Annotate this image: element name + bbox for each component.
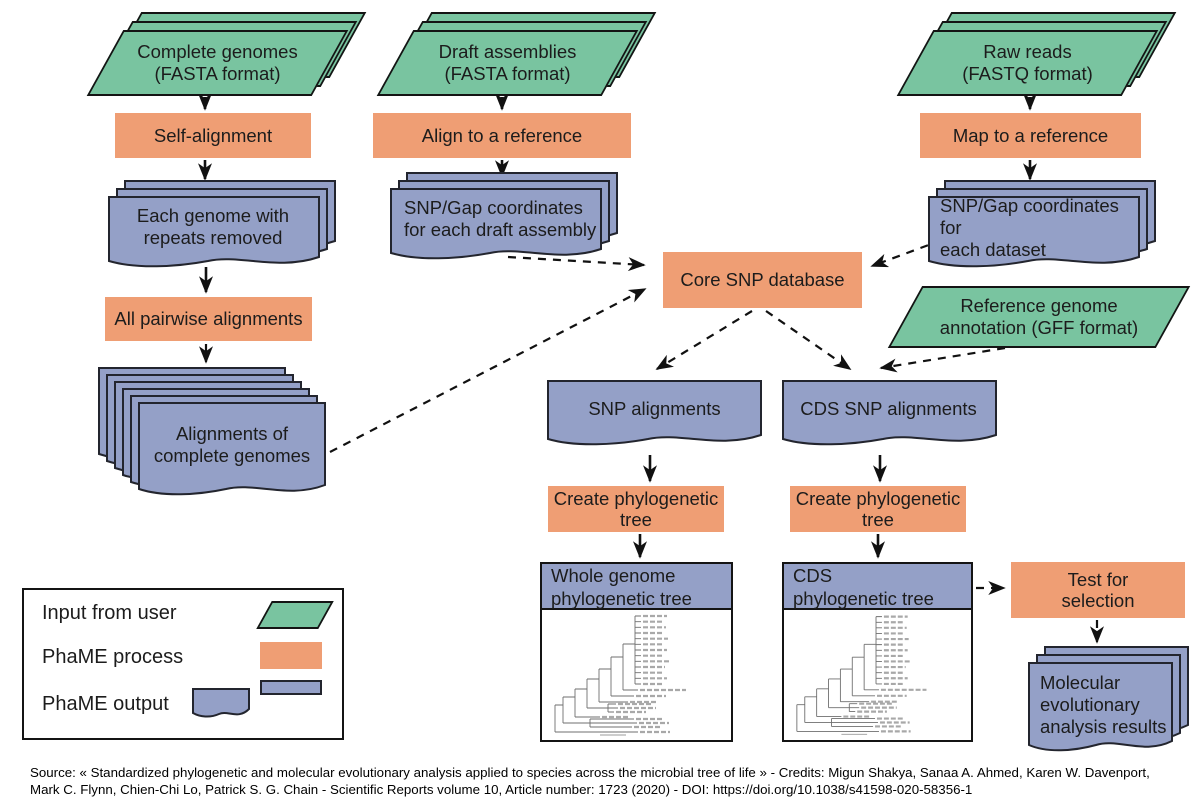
source-line-2: Mark C. Flynn, Chien-Chi Lo, Patrick S. … <box>30 782 973 798</box>
cds-tree-panel <box>782 610 973 742</box>
molecular-results-label: Molecular evolutionary analysis results <box>1040 671 1167 738</box>
reference-annotation-node: Reference genome annotation (GFF format) <box>887 286 1191 348</box>
legend-process-swatch <box>260 642 322 669</box>
snp-alignments-label: SNP alignments <box>588 397 721 419</box>
legend-input-swatch <box>256 601 334 629</box>
create-phylogenetic-tree-right-process: Create phylogenetic tree <box>790 486 966 532</box>
create-phylogenetic-tree-left-process: Create phylogenetic tree <box>548 486 724 532</box>
arrow-core-to-snpalign <box>655 310 753 370</box>
source-caption: Source: « Standardized phylogenetic and … <box>30 764 1190 799</box>
self-alignment-process: Self-alignment <box>115 113 311 158</box>
cds-tree-header: CDS phylogenetic tree <box>782 562 973 610</box>
legend-output-doc-swatch <box>192 688 250 718</box>
arrow-snpgapdraft-to-core <box>507 255 646 272</box>
arrow-core-to-cdssnp <box>765 310 852 370</box>
snp-gap-dataset-label: SNP/Gap coordinates for each dataset <box>940 194 1119 261</box>
phylo-tree-image <box>553 614 688 737</box>
legend-input-label: Input from user <box>42 602 177 624</box>
phylo-tree-image <box>795 615 928 736</box>
arrow-refannot-to-cdssnp <box>879 346 1006 373</box>
raw-reads-node: Raw reads (FASTQ format) <box>896 12 1177 96</box>
alignments-complete-label: Alignments of complete genomes <box>153 422 311 466</box>
map-to-reference-process: Map to a reference <box>920 113 1141 158</box>
legend-box: Input from user PhaME process PhaME outp… <box>22 588 344 740</box>
complete-genomes-node: Complete genomes (FASTA format) <box>86 12 367 96</box>
core-snp-database-process: Core SNP database <box>663 252 862 308</box>
legend-output-label: PhaME output <box>42 693 169 715</box>
whole-genome-tree-header: Whole genome phylogenetic tree <box>540 562 733 610</box>
legend-output-rect-swatch <box>260 680 322 695</box>
genome-repeats-label: Each genome with repeats removed <box>136 204 290 248</box>
align-to-reference-process: Align to a reference <box>373 113 631 158</box>
draft-assemblies-label: Draft assemblies (FASTA format) <box>438 41 577 84</box>
reference-annotation-label: Reference genome annotation (GFF format) <box>939 295 1139 338</box>
draft-assemblies-node: Draft assemblies (FASTA format) <box>376 12 657 96</box>
all-pairwise-alignments-process: All pairwise alignments <box>105 297 312 341</box>
source-line-1: Source: « Standardized phylogenetic and … <box>30 765 1150 780</box>
raw-reads-label: Raw reads (FASTQ format) <box>962 41 1093 84</box>
cds-snp-alignments-label: CDS SNP alignments <box>800 397 977 419</box>
snp-gap-draft-label: SNP/Gap coordinates for each draft assem… <box>404 196 597 240</box>
arrow-snpgapdataset-to-core <box>870 238 943 268</box>
complete-genomes-label: Complete genomes (FASTA format) <box>137 41 298 84</box>
legend-process-label: PhaME process <box>42 646 184 668</box>
test-for-selection-process: Test for selection <box>1011 562 1185 618</box>
